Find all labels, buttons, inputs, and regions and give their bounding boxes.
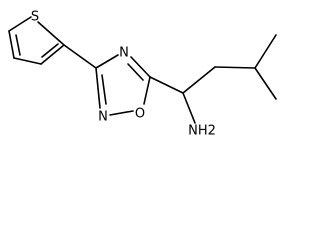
side-chain [149,34,277,124]
molecule-structure: S N N O NH2 [8,10,277,139]
atom-label-n2: N [98,110,108,125]
bond-s-c5 [8,16,32,32]
bond-c3-c2 [40,44,65,65]
thiophene-ring [8,16,65,65]
bond-o1-n2 [109,110,134,116]
atom-label-nh2: NH2 [188,124,216,139]
bond-ch-methyl-up [254,34,277,69]
bond-c5-c4 [8,30,15,59]
bond-ch2-ch [214,66,256,69]
bond-c5-o1 [143,76,151,105]
atom-label-o1: O [135,107,145,122]
bond-c4-c3 [13,57,42,65]
atom-label-s: S [31,10,39,25]
bond-ch-methyl-down [254,67,277,100]
bond-s-c2 [37,21,65,46]
bond-n4-c5-double [127,63,144,81]
oxadiazole-ring [95,54,151,116]
bond-ch-nh2 [182,92,196,124]
bond-thiophene-oxadiazole [63,44,97,69]
bond-n2-c3-double [101,74,107,105]
bond-c5-c4-double [15,34,21,56]
bond-c5-ch [149,76,184,94]
bond-c3-n4 [95,54,119,69]
bond-n2-c3 [95,67,101,109]
bond-ch-ch2 [182,66,216,94]
bond-n4-c5 [130,56,151,78]
atom-label-n4: N [119,46,129,61]
bond-c3-c2-double [41,43,59,58]
